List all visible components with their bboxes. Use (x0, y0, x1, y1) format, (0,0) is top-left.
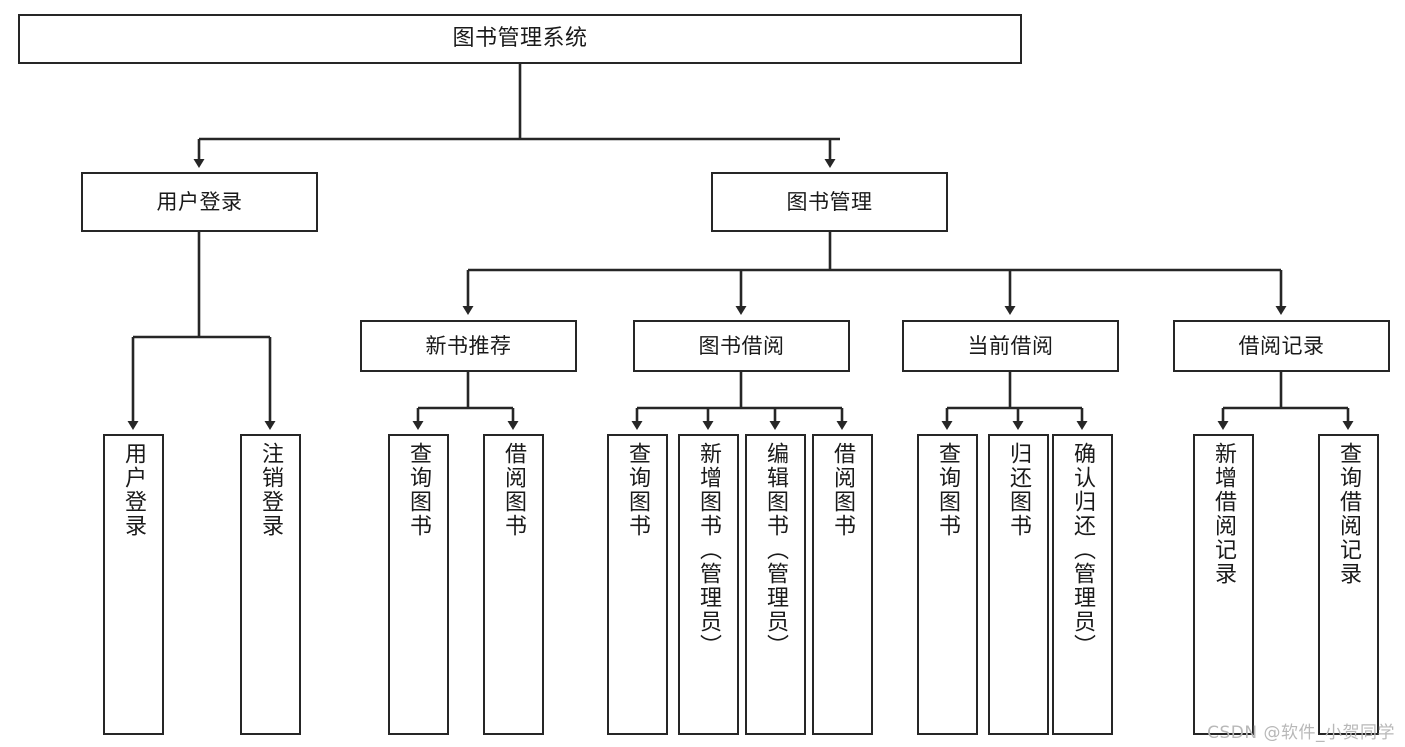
node-label: 用户登录 (156, 189, 243, 214)
node-label: 借阅图书 (830, 442, 856, 538)
node-leaf-query-borrow-record[interactable]: 查询借阅记录 (1318, 434, 1379, 735)
node-label: 查询借阅记录 (1336, 442, 1362, 586)
node-label: 新增图书（管理员） (696, 442, 722, 658)
node-book-borrow[interactable]: 图书借阅 (633, 320, 850, 372)
node-label: 新书推荐 (425, 333, 512, 358)
node-leaf-add-borrow-record[interactable]: 新增借阅记录 (1193, 434, 1254, 735)
node-label: 查询图书 (935, 442, 961, 538)
node-label: 用户登录 (121, 442, 147, 538)
node-label: 图书借阅 (698, 333, 785, 358)
node-leaf-add-book[interactable]: 新增图书（管理员） (678, 434, 739, 735)
node-borrow-record[interactable]: 借阅记录 (1173, 320, 1390, 372)
node-leaf-return-book[interactable]: 归还图书 (988, 434, 1049, 735)
node-leaf-query-book-1[interactable]: 查询图书 (388, 434, 449, 735)
node-label: 编辑图书（管理员） (763, 442, 789, 658)
node-label: 注销登录 (258, 442, 284, 538)
node-label: 归还图书 (1006, 442, 1032, 538)
node-label: 确认归还（管理员） (1070, 442, 1096, 658)
node-leaf-confirm-return[interactable]: 确认归还（管理员） (1052, 434, 1113, 735)
node-user-login[interactable]: 用户登录 (81, 172, 318, 232)
node-leaf-query-book-3[interactable]: 查询图书 (917, 434, 978, 735)
node-leaf-edit-book[interactable]: 编辑图书（管理员） (745, 434, 806, 735)
node-label: 图书管理系统 (452, 26, 588, 52)
node-label: 查询图书 (625, 442, 651, 538)
node-leaf-user-login[interactable]: 用户登录 (103, 434, 164, 735)
node-leaf-query-book-2[interactable]: 查询图书 (607, 434, 668, 735)
node-label: 借阅图书 (501, 442, 527, 538)
node-leaf-logout[interactable]: 注销登录 (240, 434, 301, 735)
node-book-manage[interactable]: 图书管理 (711, 172, 948, 232)
node-label: 借阅记录 (1238, 333, 1325, 358)
node-label: 查询图书 (406, 442, 432, 538)
node-current-borrow[interactable]: 当前借阅 (902, 320, 1119, 372)
node-leaf-borrow-book-2[interactable]: 借阅图书 (812, 434, 873, 735)
watermark-text: CSDN @软件_小贺同学 (1207, 723, 1395, 743)
node-label: 新增借阅记录 (1211, 442, 1237, 586)
node-new-book-recommend[interactable]: 新书推荐 (360, 320, 577, 372)
node-root-book-management-system[interactable]: 图书管理系统 (18, 14, 1022, 64)
node-leaf-borrow-book-1[interactable]: 借阅图书 (483, 434, 544, 735)
node-label: 当前借阅 (967, 333, 1054, 358)
node-label: 图书管理 (786, 189, 873, 214)
